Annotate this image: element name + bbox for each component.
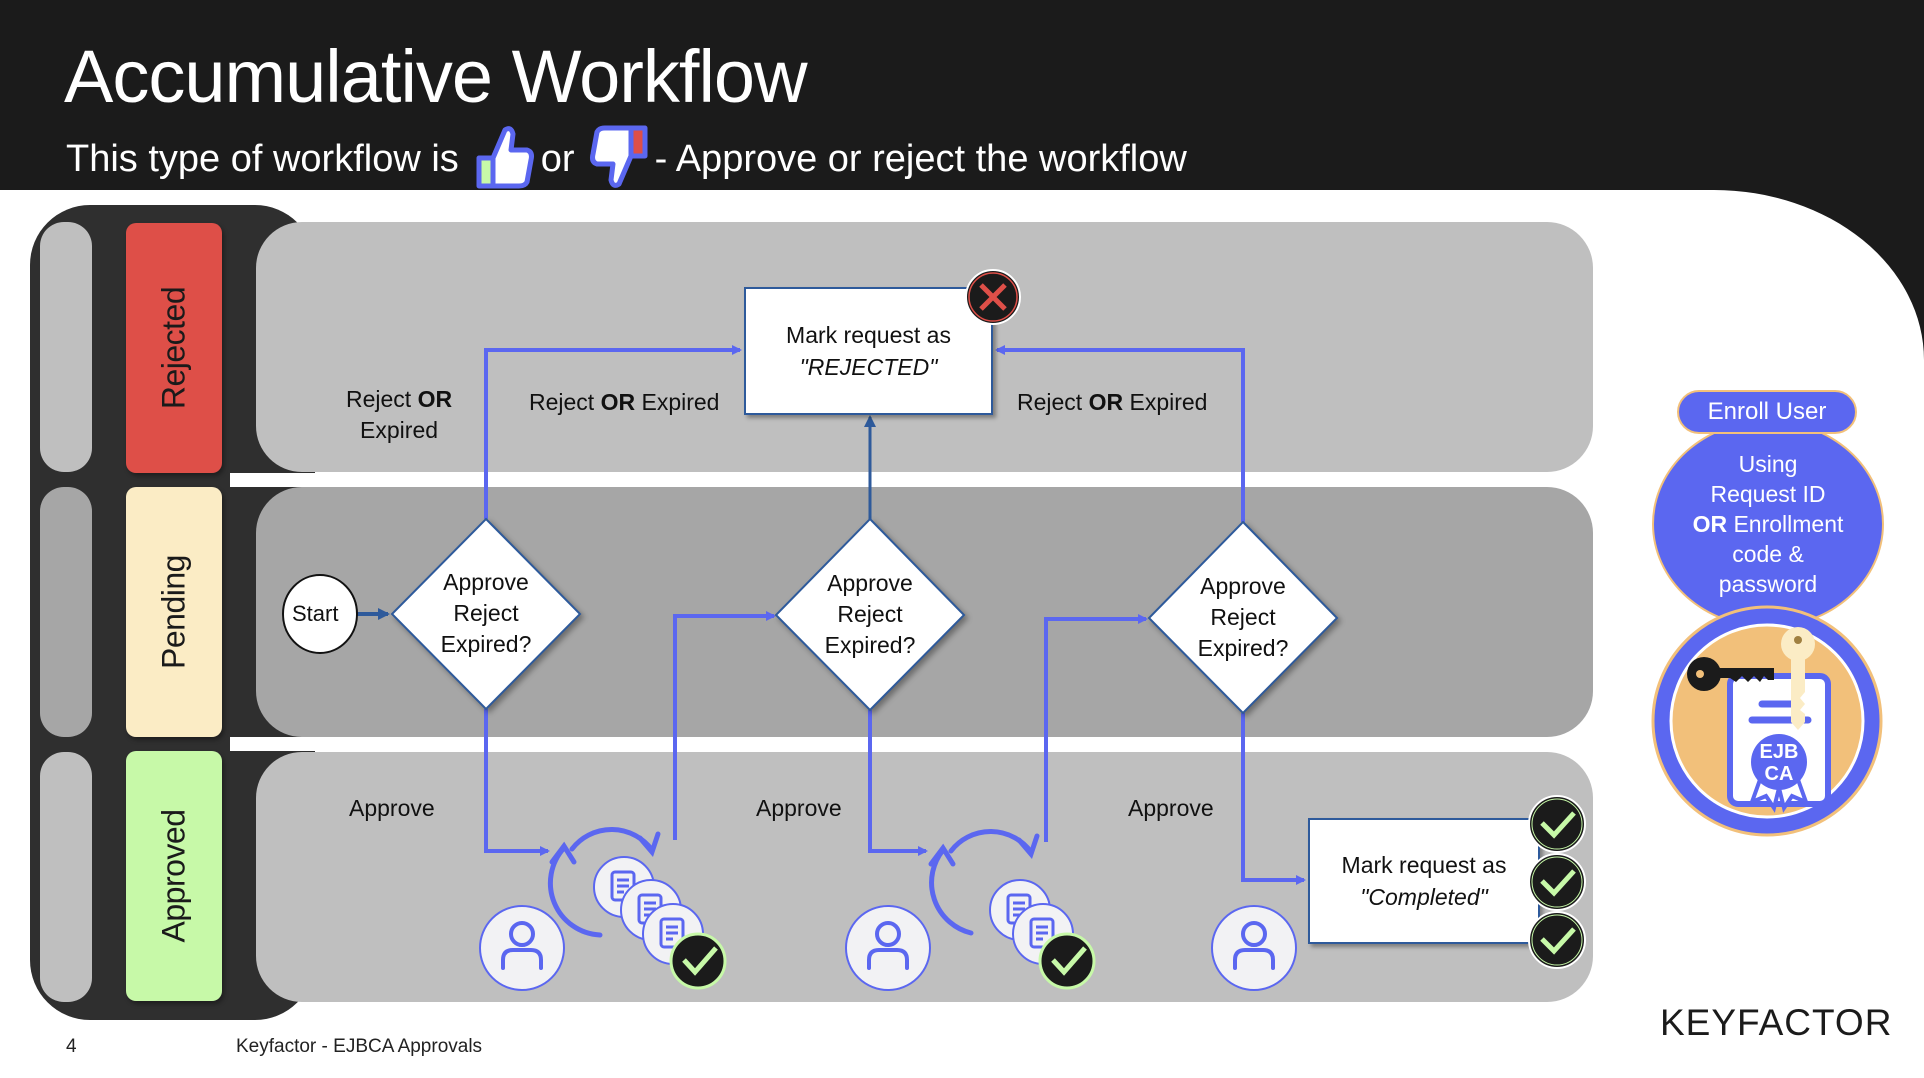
label-bold: OR — [600, 389, 636, 415]
edge-label-approve-1: Approve — [349, 795, 435, 821]
page-subtitle: This type of workflow is or - Approve or… — [66, 124, 1187, 194]
lane-label-text: Pending — [155, 555, 192, 669]
decision-text-1: Approve Reject Expired? — [411, 567, 561, 660]
lane-ghost-approved — [40, 752, 92, 1002]
label-part: Expired — [1123, 389, 1208, 415]
label-bold: OR — [1088, 389, 1124, 415]
rejected-box-line2: "REJECTED" — [799, 354, 938, 380]
label-part: Reject — [1017, 389, 1089, 415]
check-icon — [1528, 853, 1586, 911]
frame-divider-left — [30, 473, 70, 487]
black-key-icon — [1687, 657, 1774, 691]
lane-label-pending: Pending — [126, 487, 222, 737]
start-label: Start — [292, 601, 339, 626]
edge-label-reject-or-expired-3: Reject OR Expired — [1017, 387, 1207, 418]
reject-x-icon — [965, 269, 1021, 325]
label-part: Reject — [529, 389, 601, 415]
edge-label-approve-3: Approve — [1128, 795, 1214, 821]
enroll-text: Enrollment — [1727, 511, 1844, 537]
decision-line: Approve — [827, 570, 913, 596]
completed-status-box: Mark request as "Completed" — [1308, 818, 1540, 944]
page-number: 4 — [66, 1036, 77, 1057]
rejected-box-line1: Mark request as — [786, 322, 951, 348]
edge-label-reject-or-expired-2: Reject OR Expired — [529, 387, 719, 418]
lane-ghost-rejected — [40, 222, 92, 472]
label-part: Expired — [635, 389, 720, 415]
decision-line: Expired? — [824, 632, 916, 658]
decision-line: Expired? — [1197, 635, 1289, 661]
lane-label-approved: Approved — [126, 751, 222, 1001]
decision-line: Expired? — [440, 631, 532, 657]
page-title: Accumulative Workflow — [64, 35, 808, 118]
decision-text-2: Approve Reject Expired? — [795, 568, 945, 661]
check-icon — [1528, 795, 1586, 853]
lane-label-rejected: Rejected — [126, 223, 222, 473]
decision-line: Reject — [1210, 604, 1276, 630]
decision-text-3: Approve Reject Expired? — [1168, 571, 1318, 664]
footer-text: Keyfactor - EJBCA Approvals — [236, 1036, 483, 1057]
label-part: Expired — [360, 417, 439, 443]
decision-line: Approve — [443, 569, 529, 595]
completed-checks — [1528, 795, 1586, 969]
enroll-bold: OR — [1692, 511, 1728, 537]
enroll-line: OR Enrollment — [1654, 509, 1882, 539]
gold-key-icon — [1781, 627, 1815, 730]
frame-divider — [230, 737, 320, 751]
label-part: Reject — [346, 386, 418, 412]
lane-label-text: Rejected — [155, 286, 192, 410]
label-bold: OR — [417, 386, 453, 412]
check-icon — [1528, 911, 1586, 969]
lane-ghost-pending — [40, 487, 92, 737]
subtitle-prefix: This type of workflow is — [66, 137, 459, 180]
enroll-description-bubble: Using Request ID OR Enrollment code & pa… — [1652, 420, 1884, 628]
enroll-user-title: Enroll User — [1677, 390, 1857, 434]
header-bar — [0, 0, 1924, 190]
decision-line: Reject — [837, 601, 903, 627]
edge-label-approve-2: Approve — [756, 795, 842, 821]
edge-label-reject-or-expired-1: Reject OR Expired — [346, 384, 452, 446]
badge-text-1: EJB — [1760, 741, 1799, 763]
enroll-line: code & — [1732, 541, 1804, 567]
completed-box-line2: "Completed" — [1360, 884, 1488, 910]
enroll-line: password — [1718, 571, 1818, 597]
thumbs-up-icon — [473, 122, 537, 192]
badge-text-2: CA — [1765, 763, 1794, 785]
subtitle-or: or — [540, 137, 575, 180]
frame-divider — [230, 473, 320, 487]
decision-line: Approve — [1200, 573, 1286, 599]
completed-box-line1: Mark request as — [1341, 852, 1507, 878]
keyfactor-logo: KEYFACTOR — [1660, 1002, 1893, 1043]
rejected-status-box: Mark request as "REJECTED" — [744, 287, 993, 415]
subtitle-suffix: - Approve or reject the workflow — [654, 137, 1187, 180]
thumbs-down-icon — [587, 122, 651, 192]
lane-label-text: Approved — [155, 809, 192, 943]
enroll-line: Using — [1738, 451, 1798, 477]
decision-line: Reject — [453, 600, 519, 626]
ejbca-certificate-badge: EJB CA — [1651, 605, 1883, 837]
enroll-line: Request ID — [1710, 481, 1826, 507]
